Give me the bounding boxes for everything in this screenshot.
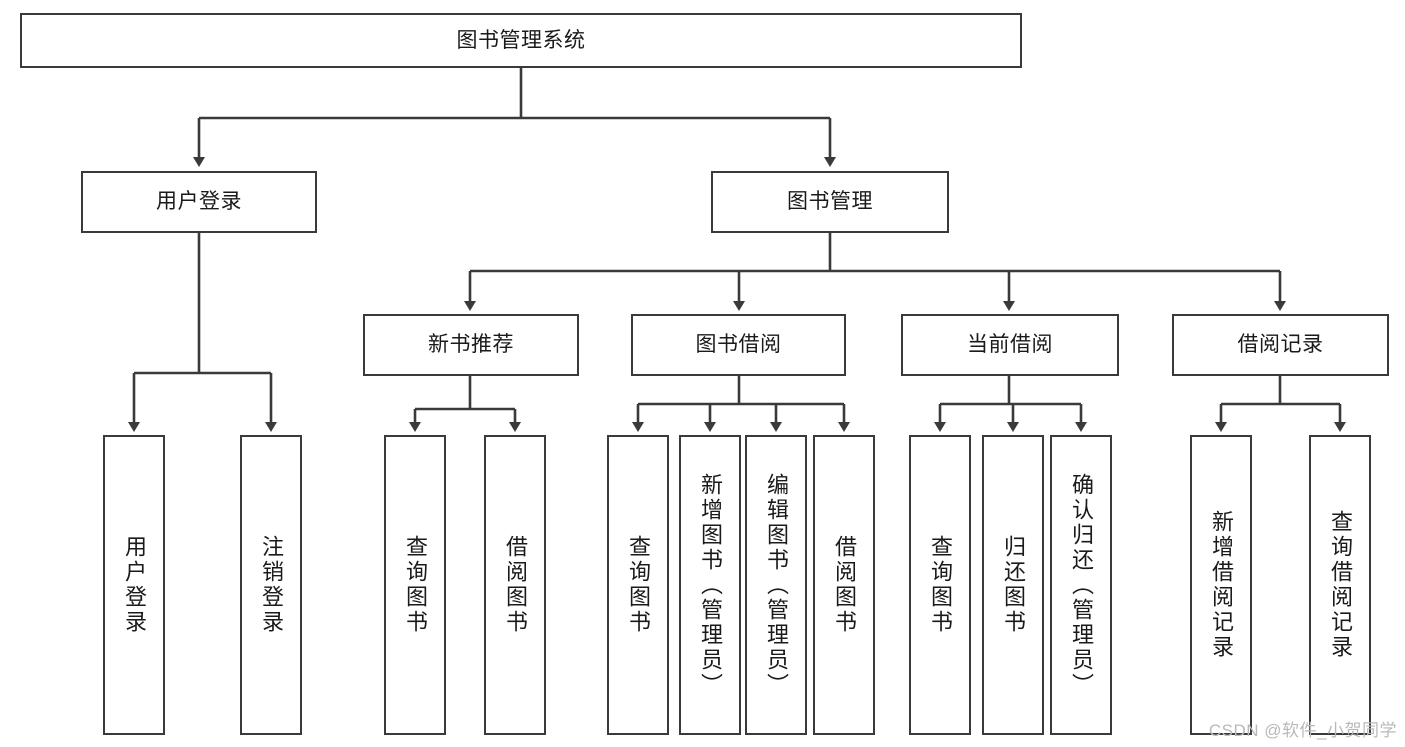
node-current-borrow-label: 当前借阅 (967, 333, 1053, 357)
node-leaf-edit-book-admin-label: 编辑图书（管理员） (763, 472, 789, 698)
node-leaf-confirm-return-admin-label: 确认归还（管理员） (1068, 472, 1094, 698)
node-leaf-borrow-book-label: 借阅图书 (831, 535, 857, 635)
node-book-manage[interactable]: 图书管理 (711, 171, 949, 233)
node-borrow-record[interactable]: 借阅记录 (1172, 314, 1389, 376)
node-book-borrow-label: 图书借阅 (695, 333, 782, 357)
node-leaf-borrow-book-recommend[interactable]: 借阅图书 (484, 435, 546, 735)
node-root-label: 图书管理系统 (456, 28, 586, 52)
node-leaf-logout-login[interactable]: 注销登录 (240, 435, 302, 735)
node-leaf-query-book-current[interactable]: 查询图书 (909, 435, 971, 735)
node-leaf-query-book-recommend-label: 查询图书 (402, 535, 428, 635)
node-leaf-user-login-label: 用户登录 (121, 535, 147, 635)
node-borrow-record-label: 借阅记录 (1237, 333, 1324, 357)
node-leaf-logout-login-label: 注销登录 (258, 535, 284, 635)
node-leaf-query-book-recommend[interactable]: 查询图书 (384, 435, 446, 735)
watermark-text: CSDN @软件_小贺同学 (1208, 721, 1397, 740)
node-current-borrow[interactable]: 当前借阅 (901, 314, 1119, 376)
node-leaf-query-borrow-record-label: 查询借阅记录 (1327, 510, 1353, 660)
node-book-borrow[interactable]: 图书借阅 (631, 314, 846, 376)
node-leaf-user-login[interactable]: 用户登录 (103, 435, 165, 735)
node-new-book-recommend[interactable]: 新书推荐 (363, 314, 579, 376)
node-leaf-query-book-borrow-label: 查询图书 (625, 535, 651, 635)
node-leaf-edit-book-admin[interactable]: 编辑图书（管理员） (745, 435, 807, 735)
node-leaf-add-borrow-record-label: 新增借阅记录 (1208, 510, 1234, 660)
node-leaf-query-borrow-record[interactable]: 查询借阅记录 (1309, 435, 1371, 735)
node-user-login[interactable]: 用户登录 (81, 171, 317, 233)
node-root[interactable]: 图书管理系统 (20, 13, 1022, 68)
node-leaf-confirm-return-admin[interactable]: 确认归还（管理员） (1050, 435, 1112, 735)
node-leaf-query-book-current-label: 查询图书 (927, 535, 953, 635)
node-leaf-add-book-admin[interactable]: 新增图书（管理员） (679, 435, 741, 735)
node-user-login-label: 用户登录 (156, 190, 242, 214)
node-leaf-return-book[interactable]: 归还图书 (982, 435, 1044, 735)
node-new-book-recommend-label: 新书推荐 (428, 333, 514, 357)
node-book-manage-label: 图书管理 (787, 190, 873, 214)
node-leaf-borrow-book-recommend-label: 借阅图书 (502, 535, 528, 635)
node-leaf-add-borrow-record[interactable]: 新增借阅记录 (1190, 435, 1252, 735)
node-leaf-borrow-book[interactable]: 借阅图书 (813, 435, 875, 735)
node-leaf-add-book-admin-label: 新增图书（管理员） (697, 472, 723, 698)
node-leaf-return-book-label: 归还图书 (1000, 535, 1026, 635)
node-leaf-query-book-borrow[interactable]: 查询图书 (607, 435, 669, 735)
